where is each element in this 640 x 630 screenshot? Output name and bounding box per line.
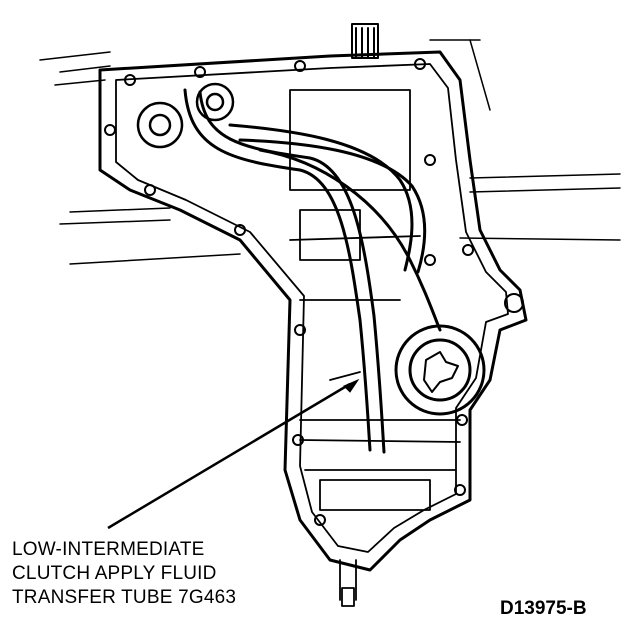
output-shaft bbox=[351, 23, 379, 59]
background-frame-lines bbox=[39, 39, 621, 265]
callout-line-1: LOW-INTERMEDIATE bbox=[12, 539, 205, 560]
case-outline bbox=[98, 50, 528, 572]
bolt-holes bbox=[104, 58, 524, 526]
callout-line-2: CLUTCH APPLY FLUID bbox=[12, 563, 217, 584]
left-boss bbox=[136, 82, 235, 149]
callout-leader bbox=[107, 378, 360, 530]
governor-gear bbox=[394, 324, 486, 416]
callout-line-3: TRANSFER TUBE 7G463 bbox=[12, 587, 237, 608]
fluid-transfer-tubes bbox=[183, 88, 442, 454]
figure-id: D13975-B bbox=[500, 598, 587, 619]
valve-body-details bbox=[289, 89, 461, 607]
callout-label: LOW-INTERMEDIATE CLUTCH APPLY FLUID TRAN… bbox=[12, 538, 236, 610]
